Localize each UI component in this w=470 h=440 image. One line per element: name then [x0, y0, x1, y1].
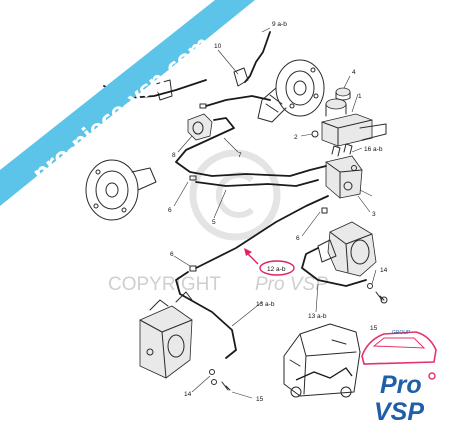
- callout-10a: 10: [214, 43, 222, 50]
- watermark-copyright: COPYRIGHT: [108, 274, 221, 295]
- front-left-wheel: [85, 159, 157, 221]
- brake-pipe-7: [175, 117, 327, 177]
- logo-car-icon: [361, 331, 437, 365]
- callout-5: 5: [212, 219, 216, 226]
- callout-8: 8: [172, 152, 176, 159]
- callout-7: 7: [238, 152, 242, 159]
- vehicle-sketch: [283, 323, 361, 398]
- leader-lines: [173, 27, 377, 399]
- bolts-right: [367, 283, 388, 304]
- provsp-logo: GROUP Pro VSP: [361, 330, 437, 426]
- brake-pipe-hub: [205, 95, 271, 107]
- logo-group: GROUP: [392, 330, 411, 336]
- callout-12: 12 a-b: [267, 266, 286, 273]
- front-right-hub: [257, 59, 325, 123]
- brake-valve-block: [325, 143, 363, 199]
- brake-pipe-12: [195, 195, 329, 269]
- banner-text: pro-piece-vsp.com: [28, 31, 214, 186]
- brake-pipe-13-left: [175, 271, 237, 359]
- callout-13b: 13 a-b: [308, 313, 327, 320]
- callouts: 1 2 3 4 5 6 6 6 7 8 9 a-b 10 10 12 a-b 1…: [148, 21, 388, 403]
- callout-4: 4: [352, 69, 356, 76]
- rear-left-assembly: [139, 291, 193, 379]
- highlight-part-12: [244, 248, 295, 276]
- pipe-unions: [189, 103, 328, 272]
- callout-6a: 6: [168, 207, 172, 214]
- callout-1: 1: [358, 93, 362, 100]
- callout-13a: 13 a-b: [256, 301, 275, 308]
- copyright-watermark: COPYRIGHT Pro VSP: [108, 149, 328, 295]
- callout-6c: 6: [296, 235, 300, 242]
- callout-15a: 15: [370, 325, 378, 332]
- rear-right-assembly: [317, 221, 377, 277]
- callout-3: 3: [372, 211, 376, 218]
- brake-pipe-13-right: [301, 247, 367, 287]
- brake-pipe-5: [195, 179, 319, 187]
- callout-15b: 15: [256, 396, 264, 403]
- logo-pro: Pro: [380, 371, 422, 399]
- callout-16: 16 a-b: [364, 146, 383, 153]
- brake-pipe-9: [244, 31, 271, 83]
- callout-9: 9 a-b: [272, 21, 287, 28]
- callout-2: 2: [294, 134, 298, 141]
- reservoir-cap: [335, 87, 351, 101]
- bolts-left: [209, 369, 231, 391]
- callout-14b: 14: [184, 391, 192, 398]
- watermark-brand: Pro VSP: [255, 274, 328, 295]
- callout-14a: 14: [380, 267, 388, 274]
- logo-vsp: VSP: [374, 398, 424, 426]
- master-cylinder: [321, 98, 387, 147]
- callout-6b: 6: [170, 251, 174, 258]
- seal-2: [311, 130, 319, 138]
- left-caliper-8: [187, 113, 213, 141]
